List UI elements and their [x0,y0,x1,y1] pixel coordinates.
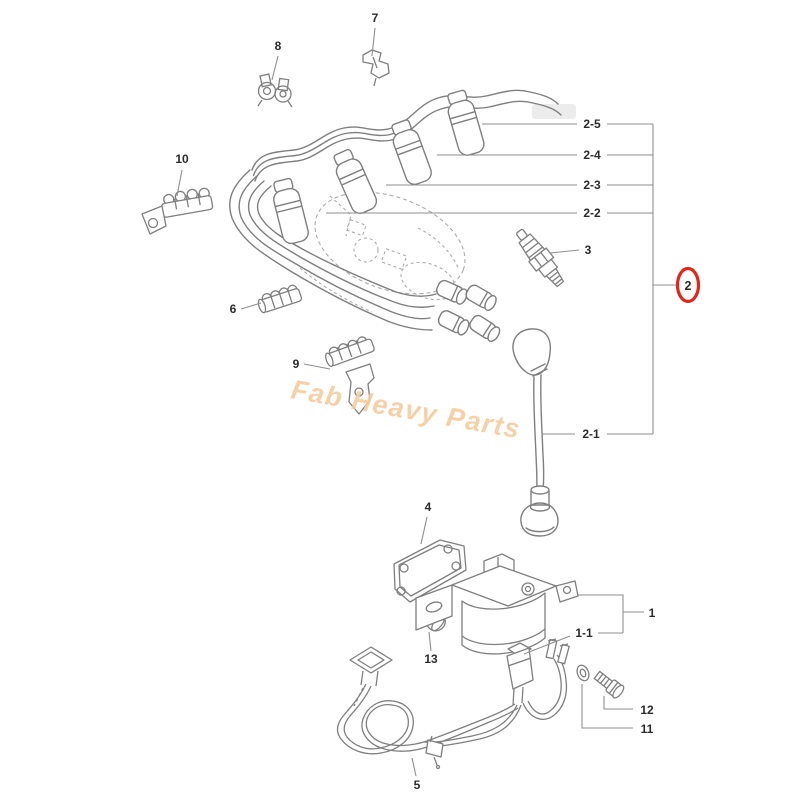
watermark: Fab Heavy Parts [289,374,523,444]
callout-13: 13 [424,652,438,666]
callout-2-4: 2-4 [583,148,601,162]
leader-7 [371,27,376,57]
plug-boot-2-3 [333,148,378,214]
callout-12: 12 [640,703,654,717]
engine-ghost-outline [299,191,466,313]
wire-band-top [251,89,562,182]
leader-12 [603,696,633,710]
highlight-circle [675,266,701,304]
coil-wire-drawing [512,328,559,537]
callout-10: 10 [175,152,189,166]
callout-2-2: 2-2 [583,206,601,220]
callout-2-5: 2-5 [583,117,601,131]
callout-4: 4 [425,500,432,514]
callout-11: 11 [641,722,654,736]
callout-2-1: 2-1 [582,427,600,441]
wire-holder-10-drawing [141,187,214,235]
coil-connector-1-1-drawing [423,638,570,747]
leader-5 [411,757,417,777]
washer-11-drawing [576,664,590,682]
leader-1-1 [523,632,623,655]
leader-10 [176,169,183,197]
callout-1-1: 1-1 [575,626,593,640]
callout-6: 6 [230,302,237,316]
plug-boot-2-2 [273,177,309,245]
gray-smudge-artifact [532,104,576,119]
callout-labels: 7 8 10 6 9 2-5 2-4 2-3 2-2 3 2-1 4 1 1-1… [175,11,655,792]
leader-11 [581,684,633,729]
clip-8-drawing [257,73,293,108]
highlighted-callout-2: 2 [675,266,701,304]
callout-1: 1 [649,606,656,620]
harness-5-drawing [336,646,519,770]
bracket-1 [578,594,644,633]
callout-9: 9 [293,357,300,371]
bolt-12-drawing [593,670,625,699]
leader-4 [420,516,428,545]
callout-5: 5 [414,778,421,792]
callout-7: 7 [372,11,379,25]
callout-3: 3 [585,243,592,257]
distributor-boot-cluster [435,279,501,343]
callout-leader-lines [176,27,676,777]
plug-boot-2-5 [447,89,485,156]
holder-bracket-9-drawing [325,336,375,415]
bracket-plate-4-drawing [393,539,467,603]
leader-3 [549,249,580,254]
plug-boot-2-4 [391,119,432,185]
spark-plug-drawing [516,228,565,288]
callout-2-3: 2-3 [583,178,601,192]
leader-13 [428,631,432,652]
leader-8 [271,55,279,81]
wire-bundle [229,169,437,331]
ignition-coil-1-drawing [415,553,579,655]
leader-9 [303,363,331,370]
spark-plug-wire-set [229,89,562,343]
clip-7-drawing [362,49,390,87]
callout-2: 2 [685,279,692,293]
leader-6 [240,302,262,310]
wire-separator-6-drawing [257,284,303,314]
callout-8: 8 [275,39,282,53]
